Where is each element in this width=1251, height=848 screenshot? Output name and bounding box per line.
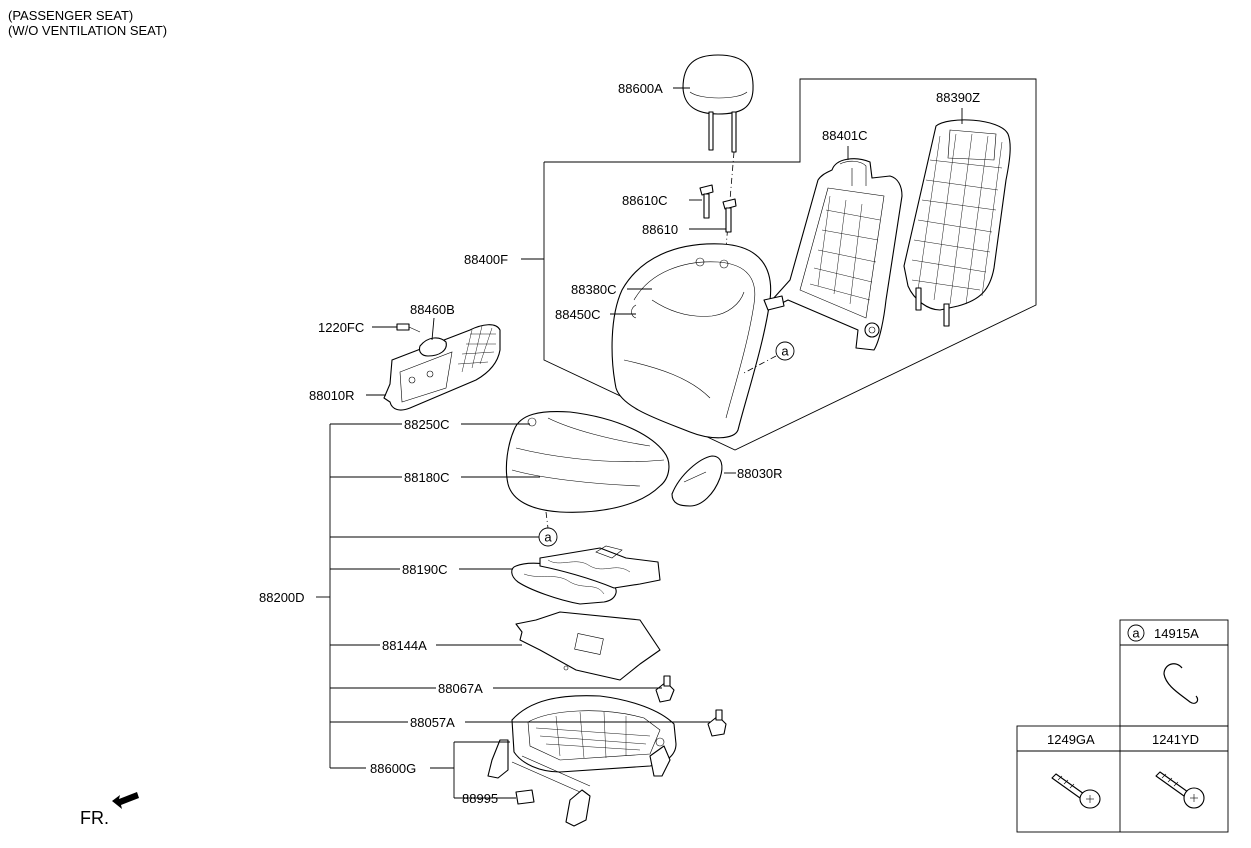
front-direction-indicator: FR. <box>80 792 139 828</box>
label-88250C: 88250C <box>404 417 450 432</box>
callout-a-cushion: a <box>538 527 558 547</box>
header-passenger-seat: (PASSENGER SEAT) <box>8 8 134 23</box>
bracket-88057A-part <box>707 709 727 737</box>
seatback-board-part <box>903 119 1011 327</box>
wire-clip-icon <box>1163 663 1199 704</box>
headrest-guide-88610C <box>699 184 714 219</box>
label-88200D: 88200D <box>259 590 305 605</box>
seatback-frame-part <box>763 158 903 351</box>
headrest-guide-88610 <box>722 198 737 233</box>
label-88180C: 88180C <box>404 470 450 485</box>
trim-cover-part <box>671 455 723 507</box>
header-without-ventilation: (W/O VENTILATION SEAT) <box>8 23 168 38</box>
bracket-88067A-part <box>655 675 675 703</box>
small-unit-88995-part <box>515 789 535 805</box>
label-88010R: 88010R <box>309 388 355 403</box>
label-88067A: 88067A <box>438 681 483 696</box>
callout-a-seatback-letter: a <box>781 344 789 359</box>
fastener-screw2-code: 1241YD <box>1152 732 1199 747</box>
fastener-table: a 14915A 1249GA 1241YD <box>1016 619 1229 833</box>
label-88030R: 88030R <box>737 466 783 481</box>
label-88390Z: 88390Z <box>936 90 980 105</box>
screw-1249GA-icon <box>1051 773 1101 809</box>
shield-screw-part <box>396 323 421 333</box>
seatback-cover-part <box>611 243 772 439</box>
label-88460B: 88460B <box>410 302 455 317</box>
fastener-clip-header: a 14915A <box>1127 624 1199 642</box>
label-1220FC: 1220FC <box>318 320 364 335</box>
fastener-clip-callout-letter: a <box>1132 626 1140 641</box>
label-88610C: 88610C <box>622 193 668 208</box>
label-88995: 88995 <box>462 791 498 806</box>
label-88400F: 88400F <box>464 252 508 267</box>
label-88144A: 88144A <box>382 638 427 653</box>
headrest-part <box>682 54 754 153</box>
label-88401C: 88401C <box>822 128 868 143</box>
side-shield-part <box>383 324 501 411</box>
recline-lever-part <box>418 337 447 357</box>
heater-mat-part <box>511 545 661 605</box>
seatback-group-boundary <box>543 78 1037 451</box>
label-88600G: 88600G <box>370 761 416 776</box>
label-88610: 88610 <box>642 222 678 237</box>
callout-a-seatback: a <box>775 341 795 361</box>
screw-1241YD-icon <box>1155 771 1205 809</box>
leader-lines <box>316 87 963 799</box>
cushion-callout-axis <box>545 511 549 529</box>
label-88450C: 88450C <box>555 307 601 322</box>
cushion-pad-sheet-part <box>515 611 661 681</box>
fastener-clip-code: 14915A <box>1154 626 1199 641</box>
label-88380C: 88380C <box>571 282 617 297</box>
label-88057A: 88057A <box>410 715 455 730</box>
front-direction-arrow-icon <box>112 792 139 809</box>
cushion-cover-part <box>505 411 670 513</box>
front-direction-label: FR. <box>80 808 109 828</box>
label-88600A: 88600A <box>618 81 663 96</box>
callout-a-cushion-letter: a <box>544 530 552 545</box>
label-88190C: 88190C <box>402 562 448 577</box>
fastener-screw1-code: 1249GA <box>1047 732 1095 747</box>
cushion-frame-part <box>487 695 677 827</box>
